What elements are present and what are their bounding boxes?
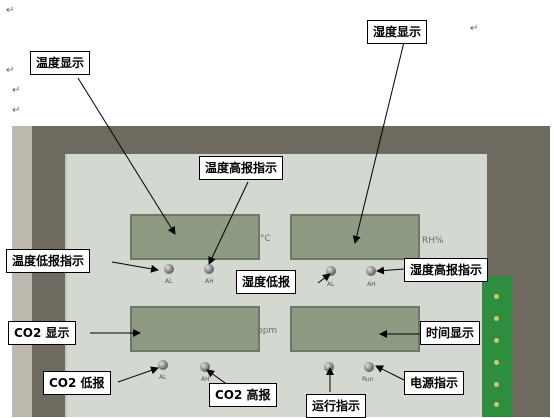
led-label: AL <box>159 374 167 381</box>
humidity-unit: RH% <box>422 236 444 246</box>
callout-co2-low-alarm: CO2 低报 <box>43 371 111 395</box>
callout-time-display: 时间显示 <box>420 321 481 345</box>
temperature-lcd <box>130 214 260 260</box>
humidity-low-led <box>326 266 336 276</box>
temperature-low-led <box>164 264 174 274</box>
co2-low-led <box>158 360 168 370</box>
humidity-high-led <box>366 266 376 276</box>
co2-high-led <box>200 362 210 372</box>
circuit-board <box>482 276 512 417</box>
co2-lcd <box>130 306 260 352</box>
co2-unit: ppm <box>257 326 278 336</box>
callout-run-indicator: 运行指示 <box>306 394 367 418</box>
time-lcd <box>290 306 420 352</box>
paragraph-mark: ↵ <box>12 105 21 116</box>
power-led <box>364 362 374 372</box>
callout-temperature-display: 温度显示 <box>30 51 91 75</box>
paragraph-mark: ↵ <box>470 23 479 34</box>
callout-humidity-display: 湿度显示 <box>367 20 428 44</box>
callout-power-indicator: 电源指示 <box>404 371 465 395</box>
temperature-high-led <box>204 264 214 274</box>
led-label: AL <box>327 281 335 288</box>
led-label: AH <box>201 376 210 383</box>
callout-humidity-low-alarm: 湿度低报 <box>236 270 297 294</box>
callout-co2-display: CO2 显示 <box>8 321 76 345</box>
paragraph-mark: ↵ <box>6 5 15 16</box>
callout-temperature-low-alarm: 温度低报指示 <box>6 249 91 273</box>
paragraph-mark: ↵ <box>12 85 21 96</box>
temperature-unit: °C <box>260 234 271 244</box>
led-label: AL <box>165 278 173 285</box>
callout-co2-high-alarm: CO2 高报 <box>209 383 277 407</box>
paragraph-mark: ↵ <box>6 65 15 76</box>
callout-temperature-high-alarm: 温度高报指示 <box>199 156 284 180</box>
callout-humidity-high-alarm: 湿度高报指示 <box>404 258 489 282</box>
led-label: Run <box>362 376 374 383</box>
led-label: AH <box>205 278 214 285</box>
led-label: AH <box>367 281 376 288</box>
